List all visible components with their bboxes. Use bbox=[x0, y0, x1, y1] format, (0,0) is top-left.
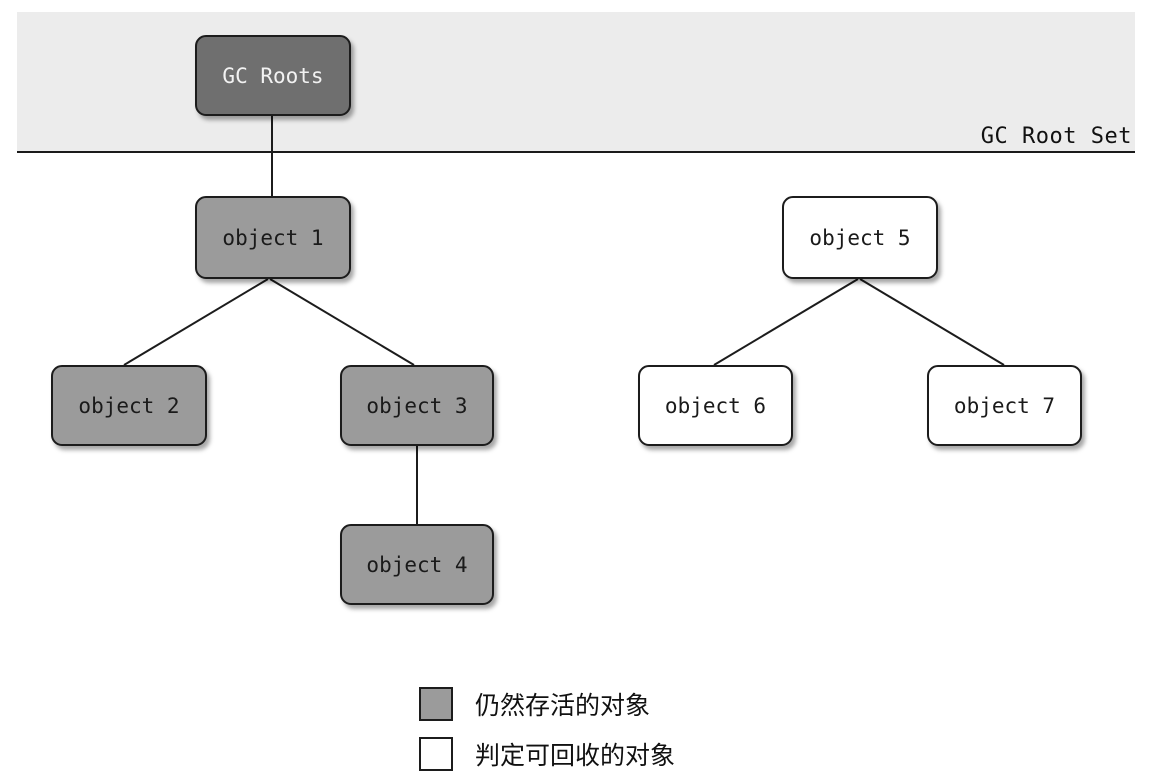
legend-dead-label: 判定可回收的对象 bbox=[475, 741, 676, 770]
legend-dead: 判定可回收的对象 bbox=[419, 736, 675, 772]
edge-object1-object2 bbox=[123, 278, 269, 366]
edge-object1-object3 bbox=[269, 278, 415, 366]
node-object-1: object 1 bbox=[195, 196, 351, 279]
node-gc-roots: GC Roots bbox=[195, 35, 351, 116]
legend-live-label: 仍然存活的对象 bbox=[475, 691, 651, 720]
node-object-3: object 3 bbox=[340, 365, 494, 446]
gc-root-set-label: GC Root Set bbox=[980, 124, 1132, 149]
legend-dead-swatch bbox=[419, 737, 453, 771]
edge-object5-object6 bbox=[713, 278, 859, 366]
gc-root-set-divider bbox=[17, 151, 1135, 153]
legend-live: 仍然存活的对象 bbox=[419, 686, 650, 722]
legend-live-swatch bbox=[419, 687, 453, 721]
node-object-6: object 6 bbox=[638, 365, 793, 446]
node-object-5: object 5 bbox=[782, 196, 938, 279]
edge-object5-object7 bbox=[859, 278, 1005, 366]
node-object-2: object 2 bbox=[51, 365, 207, 446]
node-object-4: object 4 bbox=[340, 524, 494, 605]
node-object-7: object 7 bbox=[927, 365, 1082, 446]
